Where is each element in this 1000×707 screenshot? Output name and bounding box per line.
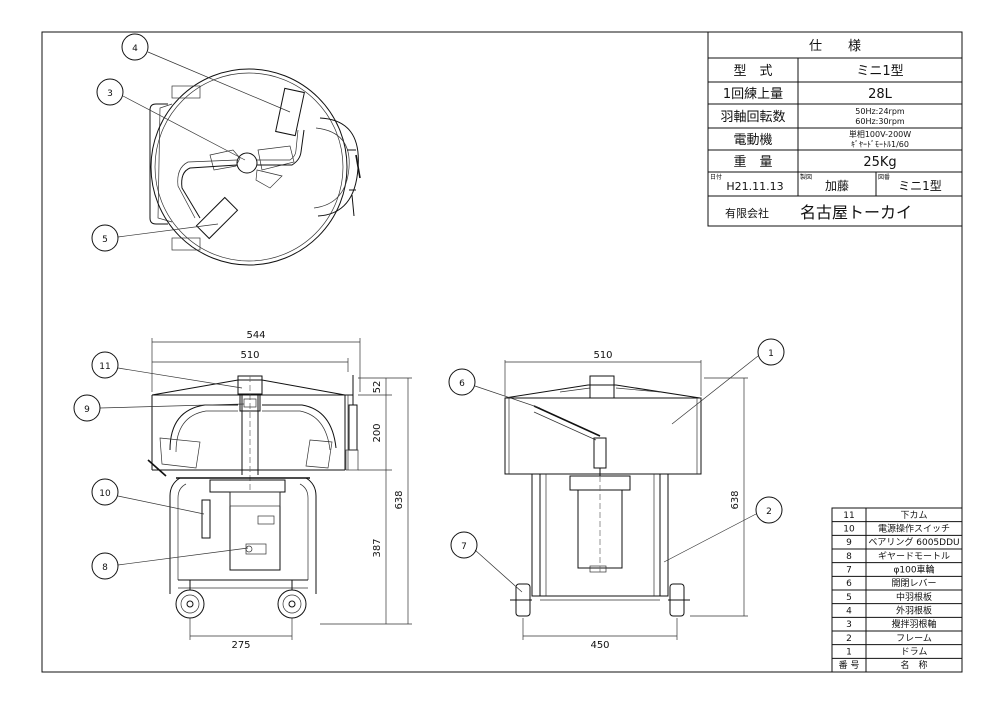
callout-10: 10 — [99, 489, 111, 499]
company-prefix: 有限会社 — [725, 206, 769, 220]
parts-list-no: 9 — [846, 538, 852, 548]
top-drum-circle — [150, 68, 348, 266]
company-name: 名古屋トーカイ — [800, 203, 912, 222]
parts-list-no: 10 — [843, 525, 855, 535]
dim-side-frame-height: 387 — [372, 538, 383, 557]
parts-list-header-no: 番 号 — [839, 659, 860, 671]
dim-side-overall-height: 638 — [394, 490, 405, 509]
parts-list-no: 6 — [846, 579, 852, 589]
date-label: 日付 — [710, 173, 722, 181]
spec-label-motor: 電動機 — [733, 133, 772, 148]
callout-5: 5 — [102, 235, 108, 245]
dim-side-top-height: 52 — [372, 381, 383, 394]
callout-8: 8 — [102, 563, 108, 573]
parts-list-name: ギヤードモートル — [878, 551, 950, 562]
dim-side-drum-height: 200 — [372, 423, 383, 442]
dim-side-drum-width: 510 — [240, 350, 259, 361]
side-view-dimensions: 544 510 52 200 387 638 275 — [151, 330, 412, 651]
spec-label-weight: 重 量 — [733, 154, 772, 170]
parts-list-no: 4 — [846, 607, 852, 617]
parts-list-header-name: 名 称 — [900, 659, 927, 671]
parts-list-no: 5 — [846, 593, 852, 603]
callout-6: 6 — [459, 379, 465, 389]
front-view-dimensions: 510 638 450 — [504, 350, 748, 651]
spec-value-motor-type: ｷﾞﾔｰﾄﾞﾓｰﾄﾙ1/60 — [851, 140, 909, 149]
drawn-by-value: 加藤 — [825, 179, 849, 193]
callout-3: 3 — [107, 89, 113, 99]
parts-list-no: 11 — [843, 511, 854, 521]
dim-side-total-width: 544 — [246, 330, 265, 341]
parts-list-no: 3 — [846, 620, 852, 630]
parts-list-no: 8 — [846, 552, 852, 562]
top-view — [149, 68, 361, 266]
parts-list-name: 電源操作スイッチ — [878, 523, 950, 535]
callout-7: 7 — [461, 542, 467, 552]
parts-list-name: ドラム — [901, 647, 928, 658]
parts-list-no: 7 — [846, 566, 852, 576]
parts-list-name: フレーム — [896, 633, 932, 644]
side-view — [147, 375, 359, 619]
callout-4: 4 — [132, 44, 138, 54]
drawing-no-label: 図番 — [878, 174, 890, 181]
callout-9: 9 — [84, 405, 90, 415]
parts-list-name: ベアリング 6005DDU — [868, 536, 959, 548]
front-view — [504, 375, 702, 617]
spec-value-model: ミニ1型 — [856, 64, 903, 79]
spec-value-batch: 28L — [868, 87, 893, 102]
parts-list-name: 下カム — [900, 510, 927, 521]
drawing-no-value: ミニ1型 — [898, 179, 942, 193]
spec-value-motor-power: 単相100V-200W — [849, 129, 911, 139]
spec-table: 仕 様 型 式 ミニ1型 1回練上量 28L 羽軸回転数 50Hz:24rpm … — [707, 31, 963, 227]
callouts: 4 3 5 11 9 10 8 6 1 2 — [73, 33, 785, 593]
dim-side-wheel-span: 275 — [231, 640, 250, 651]
parts-list-no: 1 — [846, 648, 852, 658]
spec-label-rpm: 羽軸回転数 — [720, 110, 785, 125]
spec-title: 仕 様 — [809, 39, 861, 54]
parts-list-name: 外羽根板 — [896, 605, 932, 617]
drawn-by-label: 製図 — [800, 173, 812, 181]
parts-list-name: 中羽根板 — [896, 591, 932, 603]
spec-label-model: 型 式 — [733, 64, 772, 79]
callout-11: 11 — [99, 362, 110, 372]
dim-front-wheel-span: 450 — [590, 640, 609, 651]
spec-label-batch: 1回練上量 — [723, 87, 783, 102]
parts-list-name: 攪拌羽根軸 — [891, 618, 936, 630]
spec-value-rpm-50hz: 50Hz:24rpm — [855, 107, 905, 116]
dim-front-drum-width: 510 — [593, 350, 612, 361]
spec-value-weight: 25Kg — [863, 155, 896, 170]
parts-list-name: 開閉レバー — [891, 578, 936, 589]
spec-value-rpm-60hz: 60Hz:30rpm — [855, 117, 905, 126]
callout-2: 2 — [766, 507, 772, 517]
callout-1: 1 — [768, 349, 774, 359]
parts-list-name: φ100車輪 — [893, 564, 934, 576]
date-value: H21.11.13 — [726, 180, 783, 193]
parts-list: 11 下カム 10 電源操作スイッチ 9 ベアリング 6005DDU 8 ギヤードモートル 7 φ… — [831, 507, 963, 673]
dim-front-overall-height: 638 — [730, 490, 741, 509]
parts-list-no: 2 — [846, 634, 852, 644]
drawing-border — [41, 31, 963, 673]
